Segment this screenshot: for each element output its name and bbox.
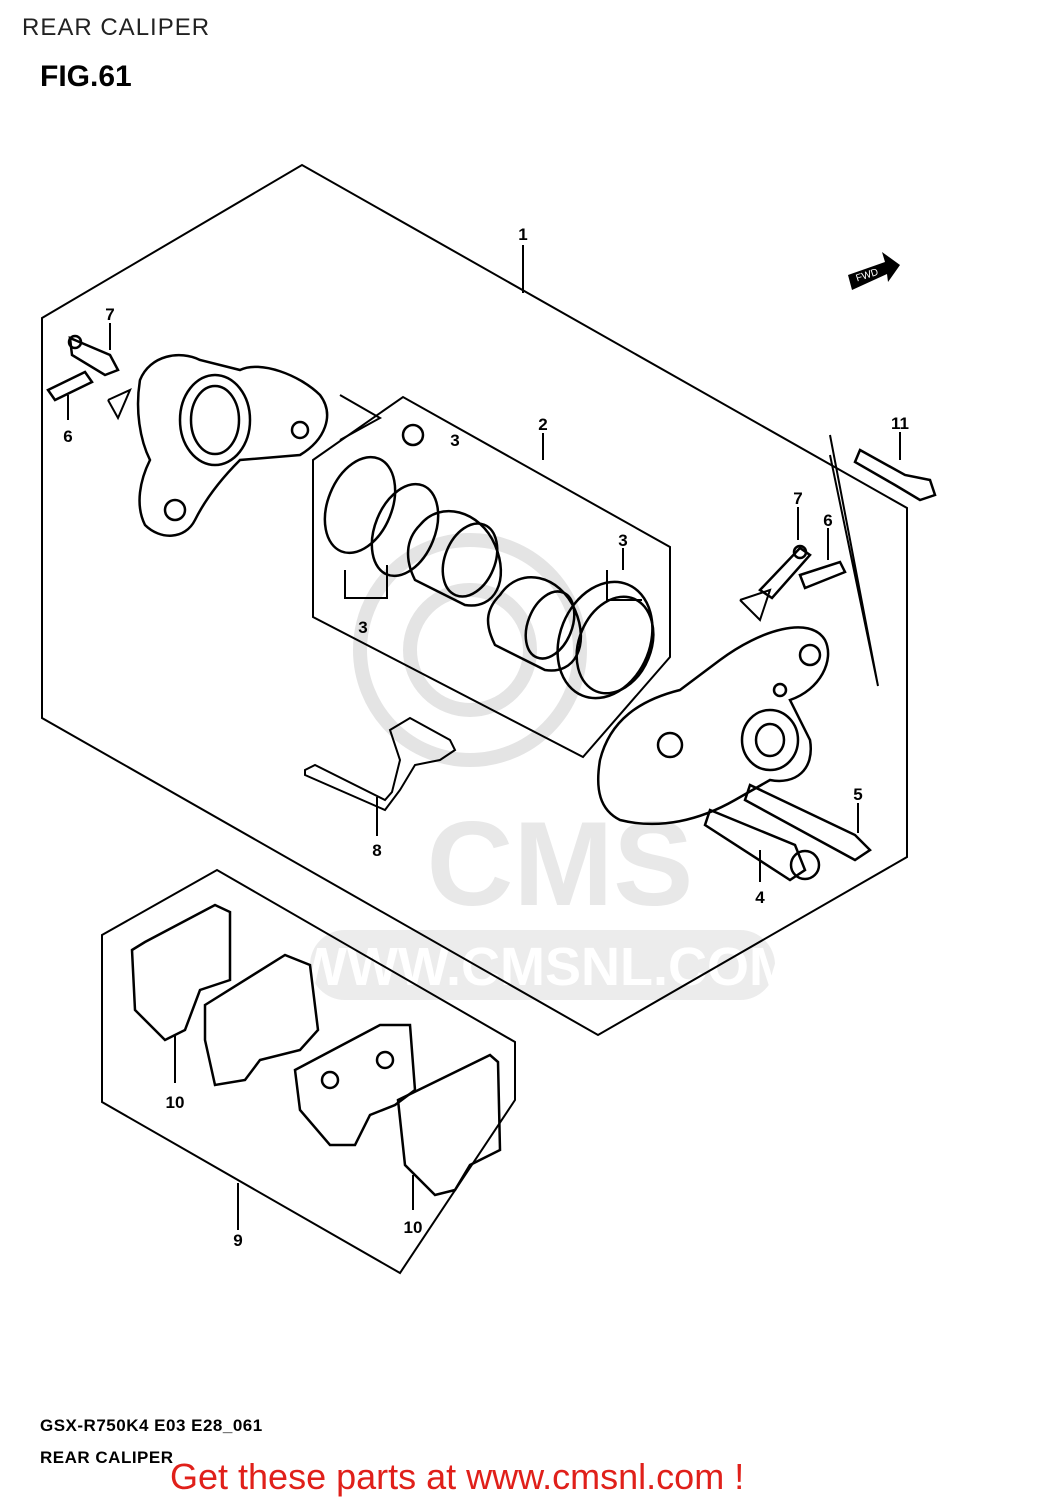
assembly-frame-pads [101, 868, 516, 1275]
figure-label: FIG.61 [40, 60, 132, 93]
callout-6b: 6 [823, 511, 832, 530]
callout-7b: 7 [793, 489, 802, 508]
callout-3c: 3 [358, 618, 367, 637]
page-header: REAR CALIPER [22, 14, 211, 41]
callout-2: 2 [538, 415, 547, 434]
callout-8: 8 [372, 841, 381, 860]
callout-10b: 10 [404, 1218, 423, 1237]
callout-4: 4 [755, 888, 765, 907]
assembly-frame-caliper [41, 163, 908, 1037]
callout-7a: 7 [105, 305, 114, 324]
caliper-bracket [136, 353, 329, 537]
caliper-bolts [703, 448, 937, 882]
pad-spring [304, 716, 457, 812]
brake-pads [130, 903, 502, 1197]
callout-11: 11 [891, 414, 909, 433]
model-code: GSX-R750K4 E03 E28_061 [40, 1416, 263, 1435]
callout-3a: 3 [450, 431, 459, 450]
callout-3b: 3 [618, 531, 627, 550]
callout-6a: 6 [63, 427, 72, 446]
callout-5: 5 [853, 785, 862, 804]
section-name: REAR CALIPER [40, 1448, 174, 1467]
callout-labels: 1 2 3 3 3 4 5 6 6 7 7 8 9 10 10 11 [63, 225, 909, 1250]
callout-1: 1 [518, 225, 527, 244]
bleeders [46, 334, 847, 600]
fwd-arrow-icon [848, 252, 900, 290]
watermark-brand: CMS [427, 797, 694, 931]
callout-10a: 10 [166, 1093, 185, 1112]
watermark-url: WWW.CMSNL.COM [296, 937, 794, 997]
assembly-frame-piston [312, 395, 671, 759]
piston-seals [323, 423, 655, 700]
watermark [310, 533, 775, 1000]
promo-link[interactable]: Get these parts at www.cmsnl.com ! [170, 1456, 745, 1497]
callout-9: 9 [233, 1231, 242, 1250]
caliper-body [596, 626, 830, 826]
